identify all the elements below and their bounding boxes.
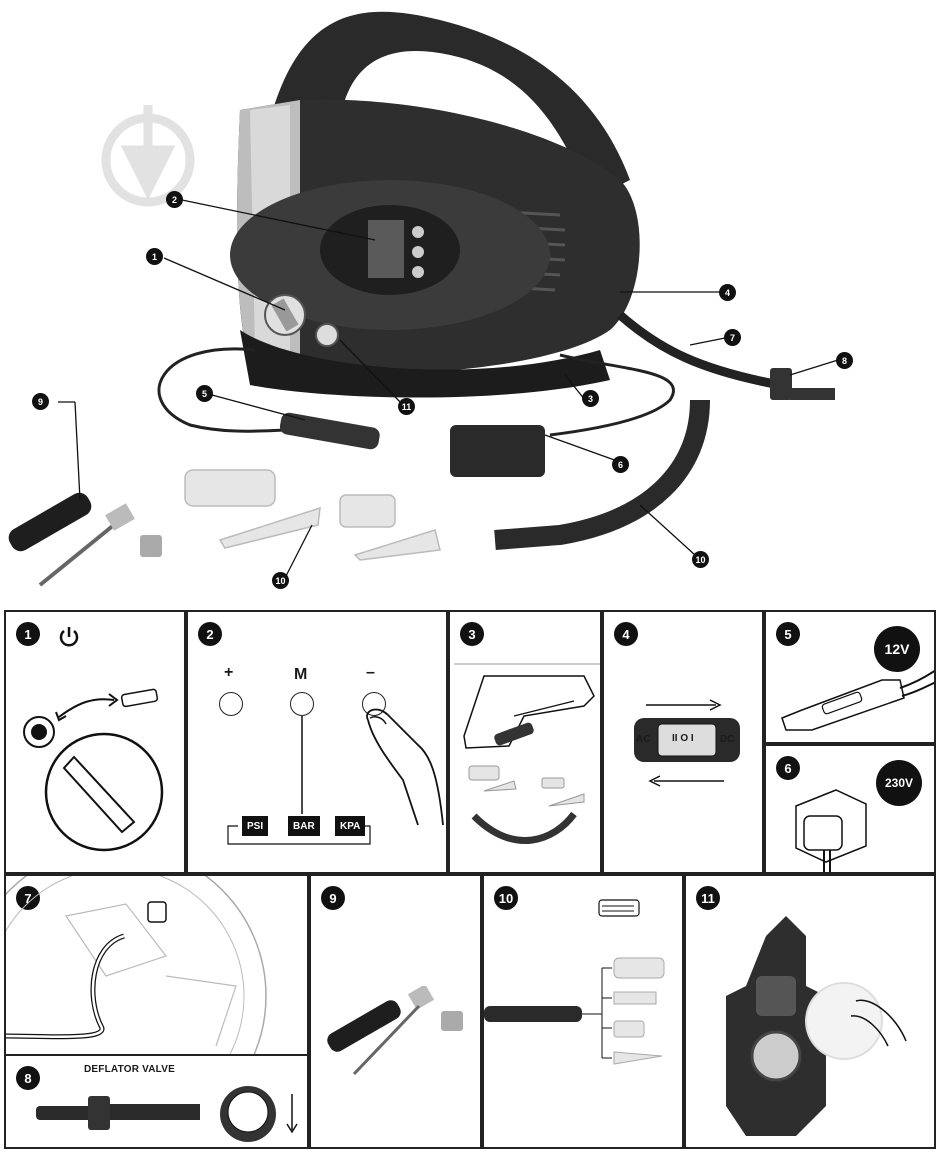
panel-7-tyre-valve: 7 [4,874,309,1056]
power-knob-diagram [23,688,164,852]
callout-9: 9 [32,393,49,410]
panel-1-power: 1 [4,610,186,874]
panel-9-needle: 9 [309,874,482,1149]
carry-handle [270,11,630,200]
panel-6-230v: 6 230V [764,744,936,874]
panel-8-deflator: 8 DEFLATOR VALVE [4,1054,309,1149]
panel-number: 9 [321,886,345,910]
air-hose [617,311,781,390]
storage-hose [471,811,577,844]
light-button [315,323,339,347]
callout-7: 7 [724,329,741,346]
unit-bar: BAR [288,816,320,836]
callout-8: 8 [836,352,853,369]
unit-kpa: KPA [335,816,366,836]
needle-grip [8,492,92,552]
panel-4-switch: 4 II O I AC DC [602,610,764,874]
panel-number: 8 [16,1066,40,1090]
arrow-left-icon [648,775,724,787]
adapter-tips-drawing [484,899,665,1065]
inflation-needle [38,518,122,587]
panel-number: 6 [776,756,800,780]
unit-flow-lines [227,716,371,845]
flexible-hose [494,399,710,550]
arrow-right-icon [646,699,722,711]
unit-psi: PSI [242,816,269,836]
lcd-display [368,220,404,278]
product-illustration: 2 1 4 7 8 5 3 9 11 6 10 10 [8,11,853,589]
needle-adapter-drawing [327,986,463,1076]
panel-10-adapters: 10 [482,874,684,1149]
ac-adapter [450,425,545,477]
watermark-logo [101,105,195,207]
light-button-drawing [726,916,907,1136]
panel-number: 11 [696,886,720,910]
m-label: M [294,666,308,683]
callout-10-hose: 10 [692,551,709,568]
power-switch[interactable] [634,718,740,762]
deflator-valve-title: DEFLATOR VALVE [84,1064,175,1075]
panel-3-storage: 3 [448,610,602,874]
panel-5-12v: 5 12V [764,610,936,744]
panel-number: 3 [460,622,484,646]
switch-position-label: II O I [672,733,694,744]
panel-number: 4 [614,622,638,646]
minus-button[interactable] [362,692,386,716]
minus-label: – [366,664,375,681]
callout-4: 4 [719,284,736,301]
panel-2-buttons: 2 + M – PSI BAR KPA [186,610,448,874]
callout-10-adapters: 10 [272,572,289,589]
panel-11-light: 11 [684,874,936,1149]
panel-number: 7 [16,886,40,910]
callout-2: 2 [166,191,183,208]
storage-compartment-drawing [454,663,600,844]
callout-6: 6 [612,456,629,473]
finger-icon [366,708,444,826]
panel-number: 2 [198,622,222,646]
panel-number: 5 [776,622,800,646]
callout-11: 11 [398,398,415,415]
mode-button[interactable] [290,692,314,716]
wheel-valve-drawing [6,876,267,1054]
callout-3: 3 [582,390,599,407]
voltage-badge-230v: 230V [876,760,922,806]
wall-plug-icon [795,789,867,872]
power-icon [59,627,79,647]
plus-label: + [224,664,234,681]
dc-label: DC [720,734,735,745]
compressor-drawing [8,11,839,587]
callout-5: 5 [196,385,213,402]
car-plug-icon [781,670,934,731]
deflator-valve-drawing [36,1086,298,1142]
car-plug [279,412,380,450]
voltage-badge-12v: 12V [874,626,920,672]
callout-1: 1 [146,248,163,265]
inflation-hose [6,933,125,1040]
plus-button[interactable] [219,692,243,716]
panel-number: 10 [494,886,518,910]
power-cable-12v [157,347,291,433]
ac-label: AC [636,734,651,745]
panel-number: 1 [16,622,40,646]
